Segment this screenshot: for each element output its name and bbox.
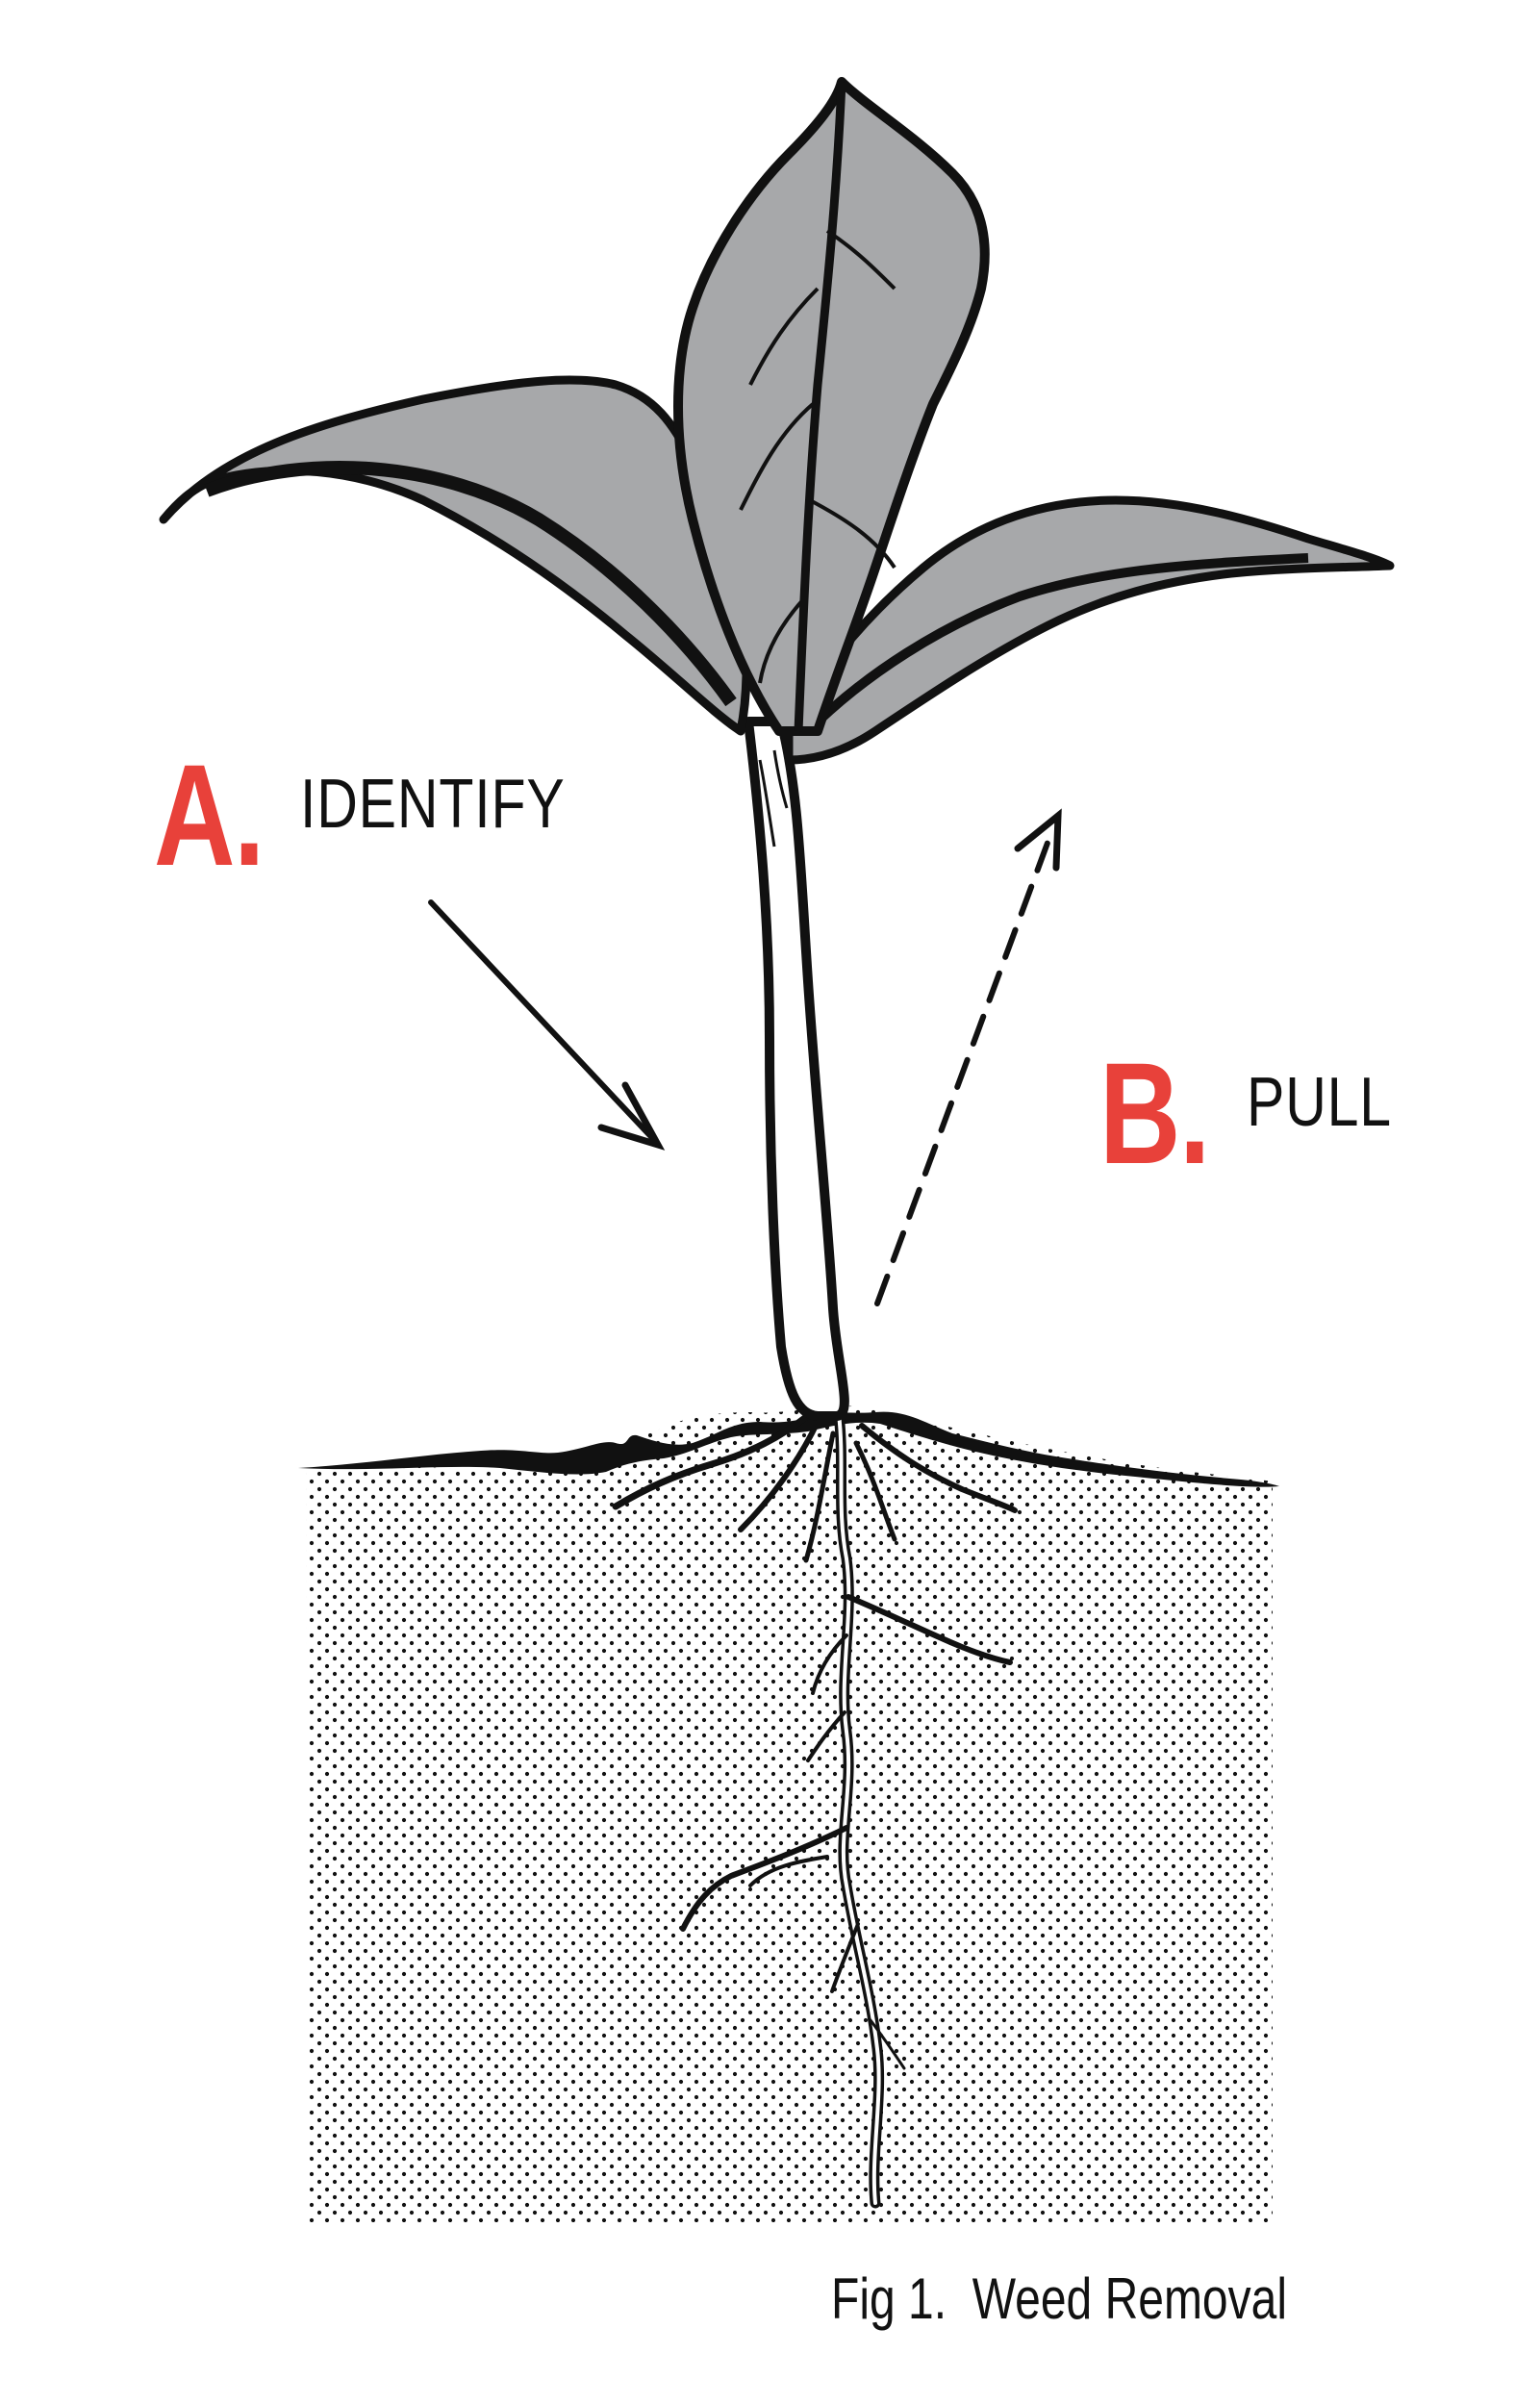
step-b-letter: B. xyxy=(1099,1032,1210,1194)
pull-arrow xyxy=(874,808,1062,1306)
stem xyxy=(744,717,849,1421)
ground-line xyxy=(298,1411,1279,1487)
figure-number: Fig 1. xyxy=(831,2266,947,2331)
soil xyxy=(306,1405,1273,2222)
step-b-label: PULL xyxy=(1247,1064,1392,1141)
step-a-label: IDENTIFY xyxy=(300,766,566,843)
identify-arrow xyxy=(428,899,666,1151)
leaves xyxy=(159,77,1395,765)
roots xyxy=(612,1408,1018,2209)
figure-title: Weed Removal xyxy=(972,2266,1287,2331)
step-a-letter: A. xyxy=(154,734,265,896)
figure-caption: Fig 1. Weed Removal xyxy=(831,2266,1287,2332)
